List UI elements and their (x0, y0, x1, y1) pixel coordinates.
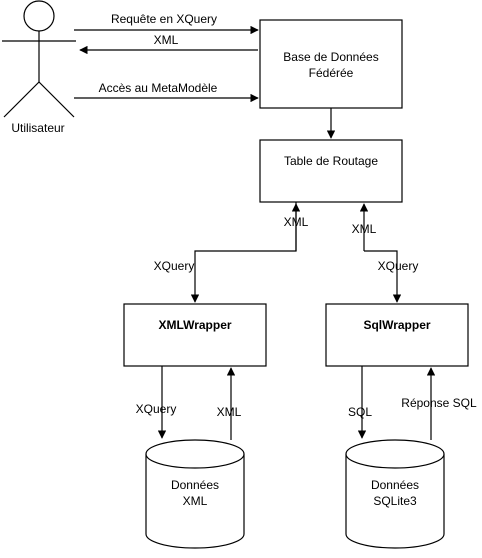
sqlite-data-label-line-1: Données (371, 478, 419, 492)
xml-data-cylinder[interactable]: Données XML (145, 439, 245, 549)
edge-sqlwrapper-response-label: Réponse SQL (401, 396, 477, 410)
edge-metamodel-access: Accès au MetaModèle (74, 81, 259, 103)
xml-wrapper-node[interactable]: XMLWrapper (123, 303, 267, 367)
edge-routing-sqlwrapper: XML XQuery (352, 203, 419, 303)
xml-data-label-line-2: XML (183, 494, 208, 508)
sqlite-data-label-line-2: SQLite3 (373, 494, 417, 508)
sql-wrapper-node[interactable]: SqlWrapper (325, 303, 469, 367)
xml-wrapper-label: XMLWrapper (158, 318, 231, 332)
edge-xmlwrapper-xml-label: XML (217, 405, 242, 419)
federated-db-node[interactable]: Base de Données Fédérée (259, 19, 403, 109)
edge-xquery-request: Requête en XQuery (74, 12, 259, 35)
routing-table-node[interactable]: Table de Routage (259, 139, 403, 203)
edge-xmlwrapper-xquery-label: XQuery (136, 402, 177, 416)
edge-routing-sqlwrapper-xquery-label: XQuery (378, 259, 419, 273)
edge-routing-xmlwrapper: XML XQuery (154, 202, 309, 303)
edge-sqlwrapper-sql-label: SQL (348, 405, 372, 419)
edge-xquery-request-label: Requête en XQuery (111, 12, 217, 26)
edge-xmlwrapper-xmldata: XQuery XML (136, 366, 242, 440)
actor-right-leg (38, 81, 75, 118)
federated-db-label-line-2: Fédérée (309, 66, 354, 80)
edge-metamodel-access-label: Accès au MetaModèle (99, 81, 218, 95)
actor-left-leg (3, 81, 40, 118)
edge-routing-xmlwrapper-xquery-label: XQuery (154, 259, 195, 273)
actor-head-icon (23, 0, 55, 32)
edge-xml-response-label: XML (154, 33, 179, 47)
edge-sqlwrapper-sqlitedata: SQL Réponse SQL (348, 366, 477, 440)
routing-table-label: Table de Routage (284, 154, 378, 168)
user-actor: Utilisateur (2, 0, 76, 135)
xml-data-label-line-1: Données (171, 478, 219, 492)
sql-wrapper-label: SqlWrapper (363, 318, 430, 332)
edge-xml-response: XML (79, 33, 258, 55)
sqlite-data-cylinder[interactable]: Données SQLite3 (345, 439, 445, 549)
edge-routing-xmlwrapper-xml-label: XML (284, 215, 309, 229)
edge-routing-sqlwrapper-xml-label: XML (352, 222, 377, 236)
actor-label: Utilisateur (11, 121, 64, 135)
federated-db-label-line-1: Base de Données (283, 50, 378, 64)
